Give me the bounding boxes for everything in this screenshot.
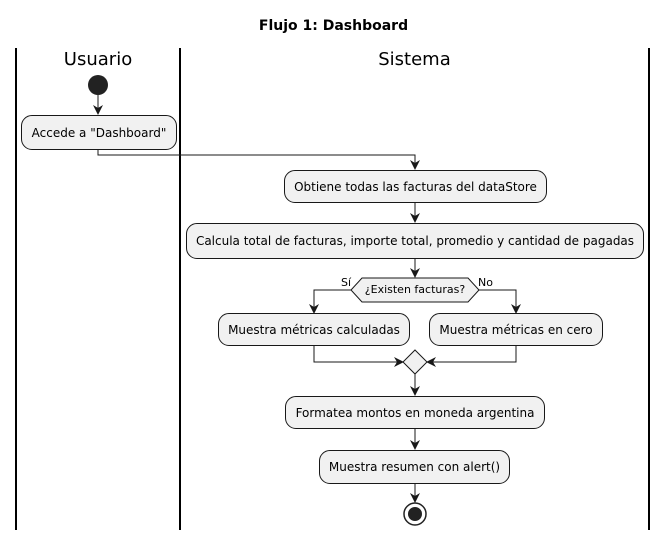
edge-cero-merge bbox=[426, 346, 517, 367]
merge-diamond bbox=[402, 349, 428, 375]
edge-accede-obtiene bbox=[97, 150, 420, 170]
edge-calculadas-merge bbox=[313, 346, 404, 367]
lane-title-usuario: Usuario bbox=[63, 49, 133, 70]
step-accede-dashboard: Accede a "Dashboard" bbox=[21, 115, 177, 150]
step-muestra-resumen: Muestra resumen con alert() bbox=[319, 450, 510, 484]
step-muestra-cero: Muestra métricas en cero bbox=[429, 313, 603, 346]
branch-label-no: No bbox=[478, 276, 493, 289]
edge-no bbox=[479, 289, 521, 314]
step-formatea-montos: Formatea montos en moneda argentina bbox=[285, 396, 545, 429]
lane-title-sistema: Sistema bbox=[378, 49, 451, 70]
end-node-inner bbox=[408, 507, 422, 521]
diagram-title: Flujo 1: Dashboard bbox=[258, 18, 409, 34]
branch-label-si: Sí bbox=[341, 276, 352, 289]
step-obtiene-facturas: Obtiene todas las facturas del dataStore bbox=[284, 170, 547, 203]
start-node bbox=[88, 75, 108, 95]
step-muestra-calculadas: Muestra métricas calculadas bbox=[218, 313, 410, 346]
step-calcula-totales: Calcula total de facturas, importe total… bbox=[186, 223, 644, 259]
decision-label: ¿Existen facturas? bbox=[364, 283, 466, 296]
edge-si bbox=[309, 289, 351, 314]
